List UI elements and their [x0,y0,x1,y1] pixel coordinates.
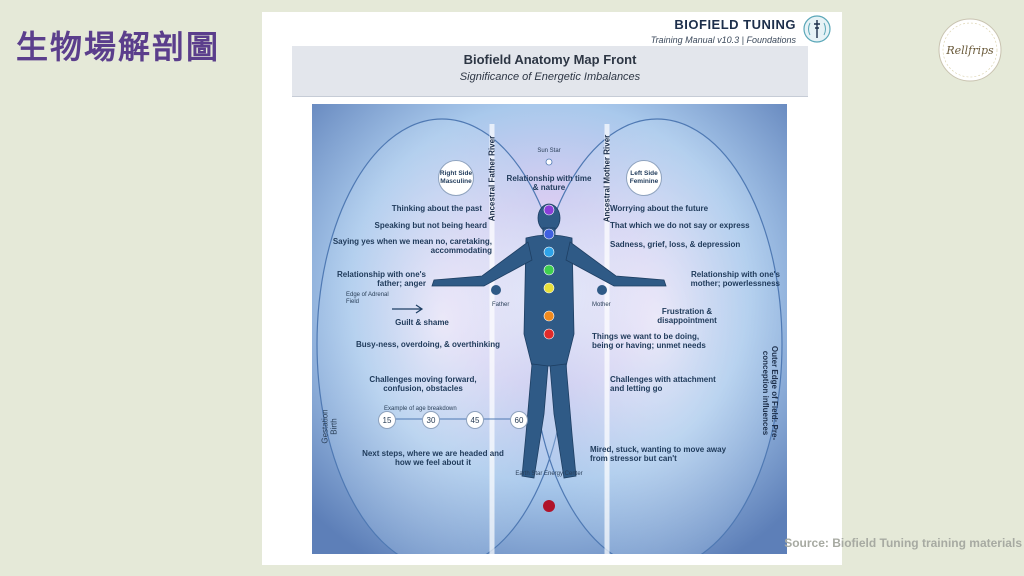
age-breakdown-label: Example of age breakdown [384,406,457,412]
earth-star-label: Earth Star Energy Center [515,471,583,477]
right-label-6: Things we want to be doing, being or hav… [592,332,706,350]
birth-label: Birth [329,418,339,435]
right-label-5: Frustration & disappointment [657,307,717,325]
chakra-sacral [543,310,555,322]
left-label-4: Relationship with one's father; anger [336,270,426,288]
brand-logo-text: Rellfrips [945,44,994,57]
map-subtitle: Significance of Energetic Imbalances [459,71,641,83]
biofield-map: Right Side Masculine Left Side Feminine … [312,104,787,554]
gestation-label: Gestation [320,409,330,444]
outer-edge-label: Outer Edge of Field: Pre-conception infl… [761,345,779,441]
slide-title: 生物場解剖圖 [16,28,221,66]
right-label-1: Worrying about the future [610,204,709,213]
left-side-badge: Left Side Feminine [626,160,662,196]
earth-star-dot [543,500,555,512]
biofield-map-graphic [312,104,787,554]
father-dot [491,285,501,295]
age-marker-15: 15 [378,411,396,429]
brand-logo: Rellfrips [936,16,1004,84]
chakra-heart [543,264,555,276]
brand-subtitle: Training Manual v10.3 | Foundations [650,35,796,45]
age-marker-30: 30 [422,411,440,429]
chakra-throat [543,246,555,258]
left-label-3: Saying yes when we mean no, caretaking, … [332,237,492,255]
chakra-solar-plexus [543,282,555,294]
right-label-2: That which we do not say or express [610,221,750,230]
human-figure [431,203,667,479]
right-label-4: Relationship with one's mother; powerles… [690,270,780,288]
left-label-6: Busy-ness, overdoing, & overthinking [356,340,501,349]
chakra-crown [543,204,555,216]
left-label-2: Speaking but not being heard [374,221,487,230]
center-top-label: Relationship with time & nature [506,174,592,192]
sun-star-label: Sun Star [537,148,561,154]
brand-header: BIOFIELD TUNING Training Manual v10.3 | … [651,17,796,45]
chakra-root [543,328,555,340]
right-side-badge: Right Side Masculine [438,160,474,196]
left-label-7: Challenges moving forward, confusion, ob… [369,375,477,393]
left-label-1: Thinking about the past [391,204,482,213]
mother-dot [597,285,607,295]
age-marker-45: 45 [466,411,484,429]
adrenal-arrow-icon [392,304,424,314]
mother-label: Mother [592,302,611,308]
left-label-8: Next steps, where we are headed and how … [362,449,504,467]
age-marker-60: 60 [510,411,528,429]
left-label-5: Guilt & shame [395,318,449,327]
map-title: Biofield Anatomy Map Front [463,52,637,67]
map-header: Biofield Anatomy Map Front Significance … [292,46,808,97]
source-note: Source: Biofield Tuning training materia… [784,536,1022,550]
father-river-label: Ancestral Father River [487,135,497,222]
manual-page: BIOFIELD TUNING Training Manual v10.3 | … [262,12,842,565]
sun-star-dot [545,158,553,166]
right-label-7: Challenges with attachment and letting g… [610,375,716,393]
chakra-third-eye [543,228,555,240]
father-label: Father [492,302,510,308]
mother-river-label: Ancestral Mother River [602,134,612,223]
right-label-3: Sadness, grief, loss, & depression [610,240,741,249]
brand-name: BIOFIELD TUNING [674,17,796,32]
tuning-fork-logo-icon [802,14,832,44]
right-label-8: Mired, stuck, wanting to move away from … [590,445,727,463]
edge-adrenal-label: Edge of Adrenal Field [346,292,389,305]
